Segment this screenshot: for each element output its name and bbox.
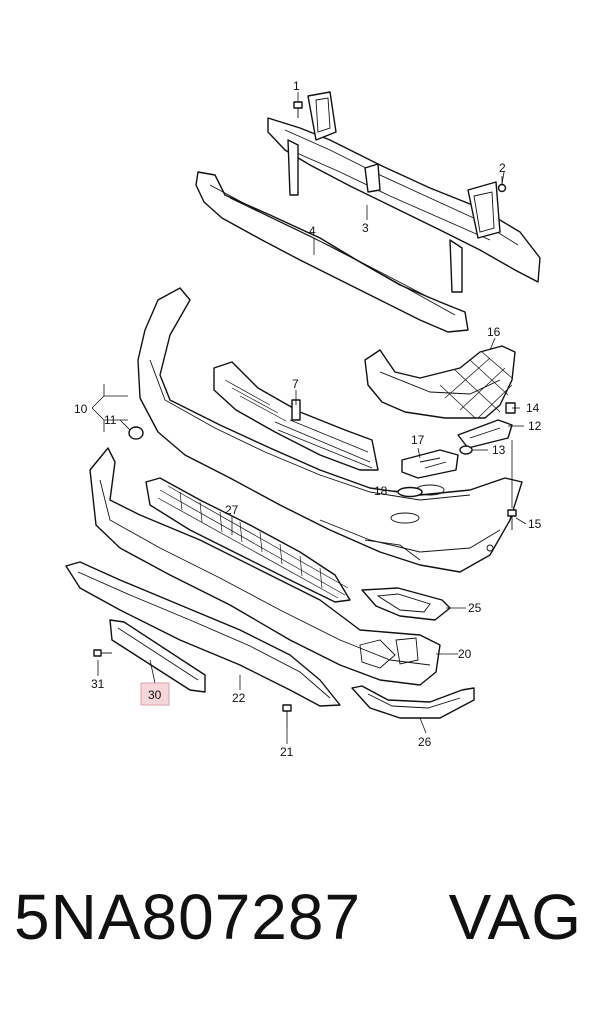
brand-label: VAG [448,881,582,953]
callout-25: 25 [468,601,482,615]
part-lower-grille-27 [145,477,351,603]
part-screw-15 [507,509,517,530]
callout-31: 31 [91,677,105,691]
callout-18: 18 [374,484,388,498]
part-cap-18 [397,486,423,498]
part-bolt-3 [293,101,303,118]
callout-26: 26 [418,735,432,749]
callout-labels: 1 2 3 4 7 10 11 12 13 14 15 16 17 18 20 … [74,79,542,759]
callout-11: 11 [104,413,117,427]
part-trim-26 [351,685,475,719]
callout-20: 20 [458,647,472,661]
callout-27: 27 [225,503,239,517]
callout-14: 14 [526,401,540,415]
callout-3: 1 [293,79,300,93]
callout-4: 4 [309,224,316,238]
part-nut-13 [459,445,473,455]
callout-1: 3 [362,221,369,235]
part-bumper-carrier [267,91,541,293]
callout-13: 13 [492,443,506,457]
part-trim-20 [395,637,419,665]
callout-30-highlight [140,682,170,706]
exploded-parts-diagram: 1 2 3 4 7 10 11 12 13 14 15 16 17 18 20 … [65,79,542,759]
part-spoiler-carrier [89,447,441,686]
callout-12: 12 [528,419,542,433]
leader-lines [91,92,527,744]
callout-30: 30 [148,688,162,702]
callout-7: 7 [292,377,299,391]
callout-16: 16 [487,325,501,339]
part-bumper-cover [137,287,523,573]
callout-10: 10 [74,402,88,416]
callout-17: 17 [411,433,425,447]
part-plate-bracket-30 [109,619,206,693]
part-number: 5NA807287 [14,881,362,953]
footer: 5NA807287 VAG [0,880,600,980]
part-grille-7 [213,361,379,471]
part-absorber-bar [195,171,469,333]
part-fog-grille-25 [361,587,451,621]
part-screw-31 [93,649,112,657]
part-cap-11 [128,426,144,440]
callout-15: 15 [528,517,542,531]
callout-21: 21 [280,745,294,759]
callout-22: 22 [232,691,246,705]
callout-2: 2 [499,161,506,175]
part-lower-spoiler-22 [65,561,341,707]
part-bracket-16 [364,345,516,419]
part-screw-21 [282,704,292,728]
part-bracket-17 [401,449,459,479]
